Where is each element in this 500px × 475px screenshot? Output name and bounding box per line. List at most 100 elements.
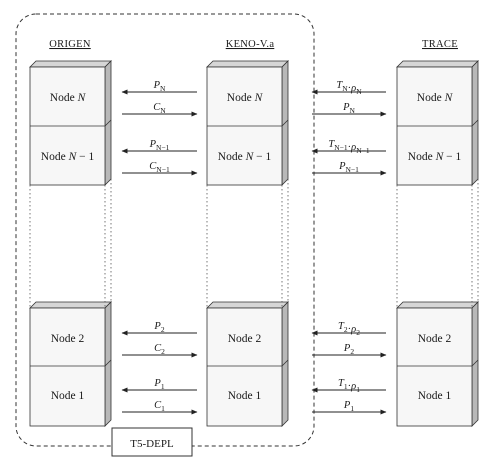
symbol: T: [336, 80, 343, 91]
block-front-face: [396, 307, 473, 427]
node-name: Node: [408, 151, 436, 163]
block-side-face: [104, 301, 112, 427]
node-divider-side: [104, 119, 112, 127]
node-name: Node 2: [228, 333, 262, 345]
trace-power-label-1: PN: [342, 102, 355, 115]
node-divider-side: [471, 119, 479, 127]
subscript: N−1: [156, 165, 170, 174]
keno-node-label-1: Node N: [227, 92, 264, 104]
keno-node-label-3: Node 2: [228, 333, 262, 345]
origen-node-label-2: Node N − 1: [41, 151, 95, 163]
subscript: N: [350, 106, 356, 115]
symbol: ρ: [350, 381, 356, 392]
origen-node-label-3: Node 2: [51, 333, 85, 345]
subscript: 2: [356, 328, 360, 337]
power-label-3: P2: [153, 321, 164, 334]
trace-power-label-3: P2: [343, 343, 354, 356]
symbol: ρ: [350, 83, 356, 94]
keno-node-label-4: Node 1: [228, 390, 262, 402]
node-divider-side: [471, 359, 479, 367]
subscript: N−1: [356, 146, 370, 155]
symbol: P: [338, 161, 346, 172]
column-heading-trace: TRACE: [422, 39, 458, 50]
block-top-face: [206, 301, 289, 309]
subscript: 2: [350, 347, 354, 356]
temperature-density-label-4: T1·ρ1: [338, 378, 360, 394]
symbol: T: [338, 321, 345, 332]
column-heading-keno: KENO-V.a: [226, 39, 275, 50]
node-name: Node 2: [51, 333, 85, 345]
node-name: Node 2: [418, 333, 452, 345]
keno-node-label-2: Node N − 1: [218, 151, 272, 163]
node-suffix: − 1: [443, 151, 461, 163]
node-name: Node: [227, 92, 255, 104]
symbol: C: [149, 161, 157, 172]
symbol: P: [153, 378, 161, 389]
node-divider-side: [281, 359, 289, 367]
temperature-density-label-1: TN·ρN: [336, 80, 362, 96]
subscript: 2: [344, 325, 348, 334]
symbol: P: [153, 80, 161, 91]
node-name: Node: [218, 151, 246, 163]
node-name: Node 1: [51, 390, 85, 402]
node-divider-side: [104, 359, 112, 367]
power-label-4: P1: [153, 378, 164, 391]
composition-label-4: C1: [154, 400, 165, 413]
subscript: 2: [161, 325, 165, 334]
symbol: P: [343, 343, 351, 354]
symbol: ρ: [350, 142, 356, 153]
block-top-face: [29, 301, 112, 309]
column-heading-origen: ORIGEN: [49, 39, 91, 50]
symbol: T: [328, 139, 335, 150]
symbol: ·: [348, 83, 352, 94]
node-name: Node: [417, 92, 445, 104]
subscript: 1: [350, 404, 354, 413]
origen-node-block-upper: [29, 60, 112, 186]
subscript: N: [160, 84, 166, 93]
node-suffix: − 1: [76, 151, 94, 163]
symbol: ρ: [350, 324, 356, 335]
temperature-density-label-2: TN−1·ρN−1: [328, 139, 369, 155]
temperature-density-label-3: T2·ρ2: [338, 321, 360, 337]
block-side-face: [281, 301, 289, 427]
subscript: 1: [356, 385, 360, 394]
origen-node-label-4: Node 1: [51, 390, 85, 402]
symbol: C: [153, 102, 161, 113]
trace-power-label-2: PN−1: [338, 161, 359, 174]
subscript: N: [160, 106, 166, 115]
subscript: 1: [161, 404, 165, 413]
node-index: N: [254, 92, 264, 104]
trace-node-label-1: Node N: [417, 92, 454, 104]
symbol: ·: [348, 324, 352, 335]
node-name: Node 1: [418, 390, 452, 402]
node-name: Node: [41, 151, 69, 163]
symbol: C: [154, 400, 162, 411]
node-index: N: [68, 151, 78, 163]
subscript: N−1: [334, 143, 348, 152]
block-front-face: [29, 307, 106, 427]
symbol: ·: [348, 142, 352, 153]
trace-node-label-2: Node N − 1: [408, 151, 462, 163]
block-front-face: [206, 307, 283, 427]
composition-label-1: CN: [153, 102, 166, 115]
symbol: ·: [348, 381, 352, 392]
trace-node-block-lower: [396, 301, 479, 427]
node-index: N: [245, 151, 255, 163]
symbol: P: [343, 400, 351, 411]
symbol: T: [338, 378, 345, 389]
symbol: P: [153, 321, 161, 332]
block-top-face: [29, 60, 112, 68]
symbol: C: [154, 343, 162, 354]
origen-node-label-1: Node N: [50, 92, 87, 104]
subscript: 1: [161, 382, 165, 391]
node-name: Node: [50, 92, 78, 104]
node-divider-side: [281, 119, 289, 127]
trace-node-label-3: Node 2: [418, 333, 452, 345]
node-suffix: − 1: [253, 151, 271, 163]
node-index: N: [77, 92, 87, 104]
symbol: P: [149, 139, 157, 150]
subscript: 2: [161, 347, 165, 356]
origen-node-block-lower: [29, 301, 112, 427]
subscript: N−1: [346, 165, 360, 174]
